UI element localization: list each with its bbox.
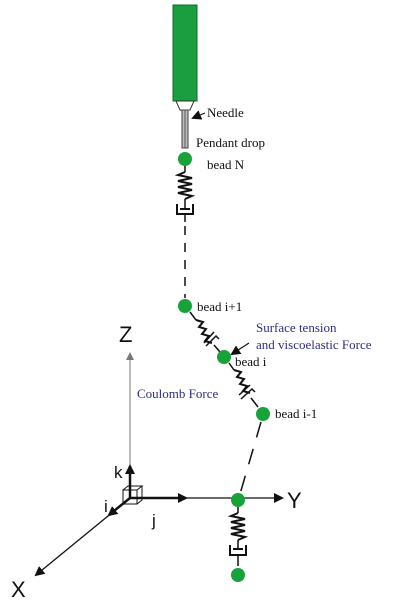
bead-i	[217, 350, 231, 364]
bead-n-label: bead N	[207, 157, 245, 172]
coulomb-force-label: Coulomb Force	[137, 386, 218, 401]
bead-i-plus-1-label: bead i+1	[197, 299, 242, 314]
needle-body	[172, 4, 198, 102]
bead-i-label: bead i	[235, 354, 267, 369]
bead-n	[178, 152, 192, 166]
bead-bottom-lower	[231, 568, 245, 582]
surface-tension-label-line2: and viscoelastic Force	[256, 337, 372, 352]
dashed-link-bottom	[239, 421, 262, 495]
z-axis-label: Z	[119, 322, 132, 347]
k-label: k	[114, 463, 123, 482]
needle-pointer	[191, 110, 206, 120]
bead-i-plus-1	[178, 299, 192, 313]
surface-tension-arrow	[230, 342, 250, 356]
needle-tip	[175, 100, 195, 111]
pendant-drop-label: Pendant drop	[196, 135, 265, 150]
spring-i-to-i-minus-1	[228, 362, 259, 408]
i-unit-vector	[107, 497, 131, 517]
needle-label: Needle	[207, 105, 244, 120]
surface-tension-label-line1: Surface tension	[256, 320, 337, 335]
bead-i-minus-1-label: bead i-1	[275, 406, 317, 421]
spring-i-plus-1-to-i	[189, 311, 221, 353]
y-axis-label: Y	[287, 488, 302, 513]
origin-cube	[122, 485, 144, 505]
x-axis-label: X	[11, 577, 26, 602]
bead-i-minus-1	[256, 407, 270, 421]
spring-dashpot-top	[174, 166, 196, 222]
j-label: j	[151, 511, 156, 530]
i-label: i	[104, 497, 108, 516]
bead-bottom-upper	[231, 493, 245, 507]
coordinate-axes: Z Y X k i j	[11, 322, 302, 602]
spring-dashpot-bottom	[227, 507, 249, 566]
